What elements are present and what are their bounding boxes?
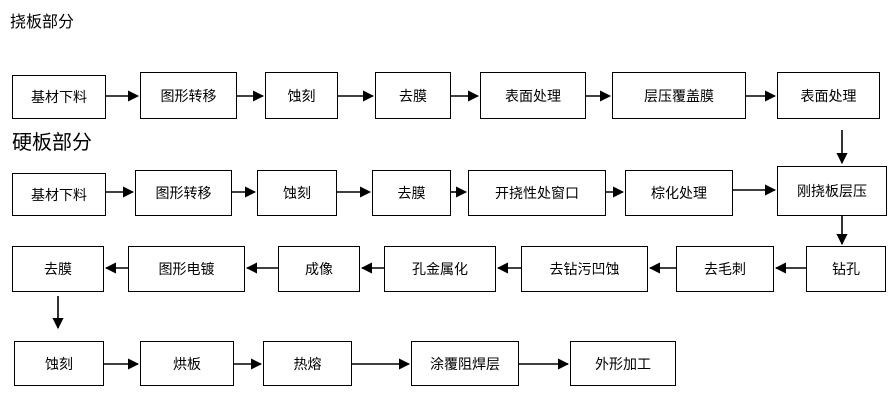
rigid-row2-step-6: 图形电镀 [128,246,245,292]
flex-section-title: 挠板部分 [10,12,75,31]
rigid-row1-step-1: 基材下料 [12,173,106,216]
rigid-row1-step-2: 图形转移 [135,170,232,216]
rigid-row2-step-3: 去钻污凹蚀 [521,246,648,292]
flex-step-5: 表面处理 [480,72,586,119]
rigid-row1-step-3: 蚀刻 [257,170,337,216]
flex-step-2: 图形转移 [140,72,237,119]
rigid-row2-step-1: 钻孔 [806,246,886,292]
rigid-section-title: 硬板部分 [12,130,92,154]
rigid-row2-step-2: 去毛刺 [676,246,774,292]
rigid-row1-step-4: 去膜 [372,170,451,216]
rigid-row3-step-4: 涂覆阻焊层 [411,341,519,386]
flex-step-6: 层压覆盖膜 [612,72,746,119]
rigid-row1-step-6: 棕化处理 [625,170,733,216]
flex-step-3: 蚀刻 [265,72,338,119]
rigid-row2-step-5: 成像 [278,246,360,292]
rigid-row3-step-3: 热熔 [263,341,352,386]
rigid-row1-step-7: 刚挠板层压 [777,166,887,216]
rigid-row1-step-5: 开挠性处窗口 [468,170,606,216]
rigid-row2-step-7: 去膜 [12,246,104,292]
rigid-row2-step-4: 孔金属化 [384,246,496,292]
rigid-row3-step-1: 蚀刻 [14,341,104,386]
rigid-row3-step-2: 烘板 [140,341,234,386]
flex-step-4: 去膜 [375,72,451,119]
rigid-row3-step-5: 外形加工 [570,341,676,386]
flex-step-1: 基材下料 [12,75,106,119]
flex-step-7: 表面处理 [777,72,880,119]
